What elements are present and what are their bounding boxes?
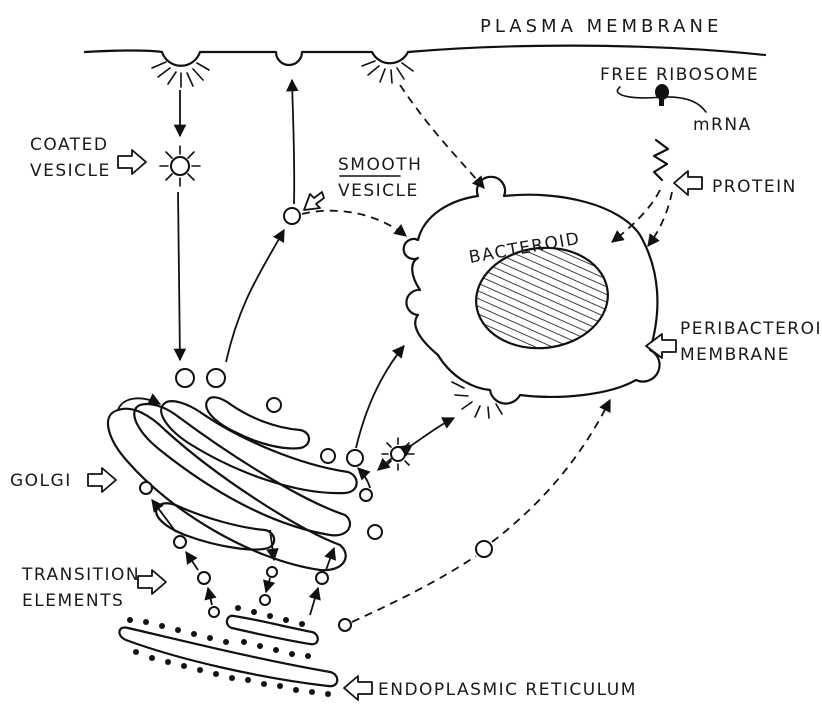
arrow-smooth-to-membrane (292, 80, 294, 204)
arrow-bacteroid-coated (412, 418, 454, 445)
vesicle (316, 572, 328, 584)
protein-pointer-arrow (674, 171, 702, 195)
er-pointer (344, 676, 372, 700)
peribacteroid-pointer (646, 334, 676, 358)
arrow-tr-3 (208, 588, 212, 605)
vesicle (198, 572, 210, 584)
vesicle (176, 369, 194, 387)
smooth-label-2: VESICLE (338, 181, 419, 201)
peribacteroid-label-2: MEMBRANE (680, 345, 790, 365)
transition-label-2: ELEMENTS (22, 591, 124, 611)
arrow-protein-to-bacteroid-2 (648, 192, 672, 246)
arrow-golgi-to-vesicle (358, 468, 370, 488)
vesicle (174, 536, 186, 548)
smooth-label-1: SMOOTH (338, 155, 422, 175)
vesicle (360, 489, 372, 501)
mrna-label: mRNA (693, 115, 752, 135)
coated-pit-right (362, 61, 413, 83)
vesicle (339, 619, 351, 631)
arrow-vesicle-to-bacteroid (356, 346, 404, 448)
protein-zigzag-icon (654, 140, 668, 180)
vesicle (209, 607, 219, 617)
protein-label: PROTEIN (712, 177, 797, 197)
plasma-membrane-label: PLASMA MEMBRANE (480, 16, 722, 37)
arrow-er-up-2 (326, 548, 334, 570)
arrow-er-to-bacteroid (352, 400, 610, 622)
arrow-coated-to-golgi (178, 192, 180, 360)
coated-label-1: COATED (30, 135, 108, 155)
coated-vesicle-lower (382, 438, 414, 470)
vesicle (368, 525, 382, 539)
vesicle (260, 595, 270, 605)
smooth-vesicle (284, 208, 300, 224)
arrow-smooth-to-bacteroid (302, 211, 406, 236)
vesicle (321, 449, 335, 463)
endoplasmic-reticulum (119, 605, 337, 697)
peribacteroid-label-1: PERIBACTEROID (680, 319, 822, 339)
arrow-tr-2 (186, 552, 198, 570)
vesicle (347, 450, 363, 466)
arrow-dash-down (266, 578, 270, 592)
arrow-golgi-to-smooth (226, 230, 284, 362)
coated-label-2: VESICLE (30, 161, 111, 181)
free-ribosome-label: FREE RIBOSOME (600, 65, 759, 85)
vesicle (207, 369, 225, 387)
ribosome-stem (659, 96, 664, 106)
arrow-er-up-1 (310, 588, 318, 615)
vesicle (140, 482, 152, 494)
vesicle (267, 567, 277, 577)
er-label: ENDOPLASMIC RETICULUM (378, 680, 637, 700)
smooth-vesicle-pointer (304, 192, 324, 210)
transition-label-1: TRANSITION (21, 565, 140, 585)
arrow-to-golgi-vesicles (378, 458, 392, 470)
golgi-label: GOLGI (10, 471, 72, 491)
vesicle (267, 398, 281, 412)
vesicle (476, 541, 492, 557)
plasma-membrane-line (85, 46, 765, 66)
transition-pointer (138, 570, 166, 594)
golgi-pointer (88, 468, 116, 492)
coated-vesicle-icon (160, 146, 200, 186)
coated-vesicle-pointer (118, 150, 146, 174)
